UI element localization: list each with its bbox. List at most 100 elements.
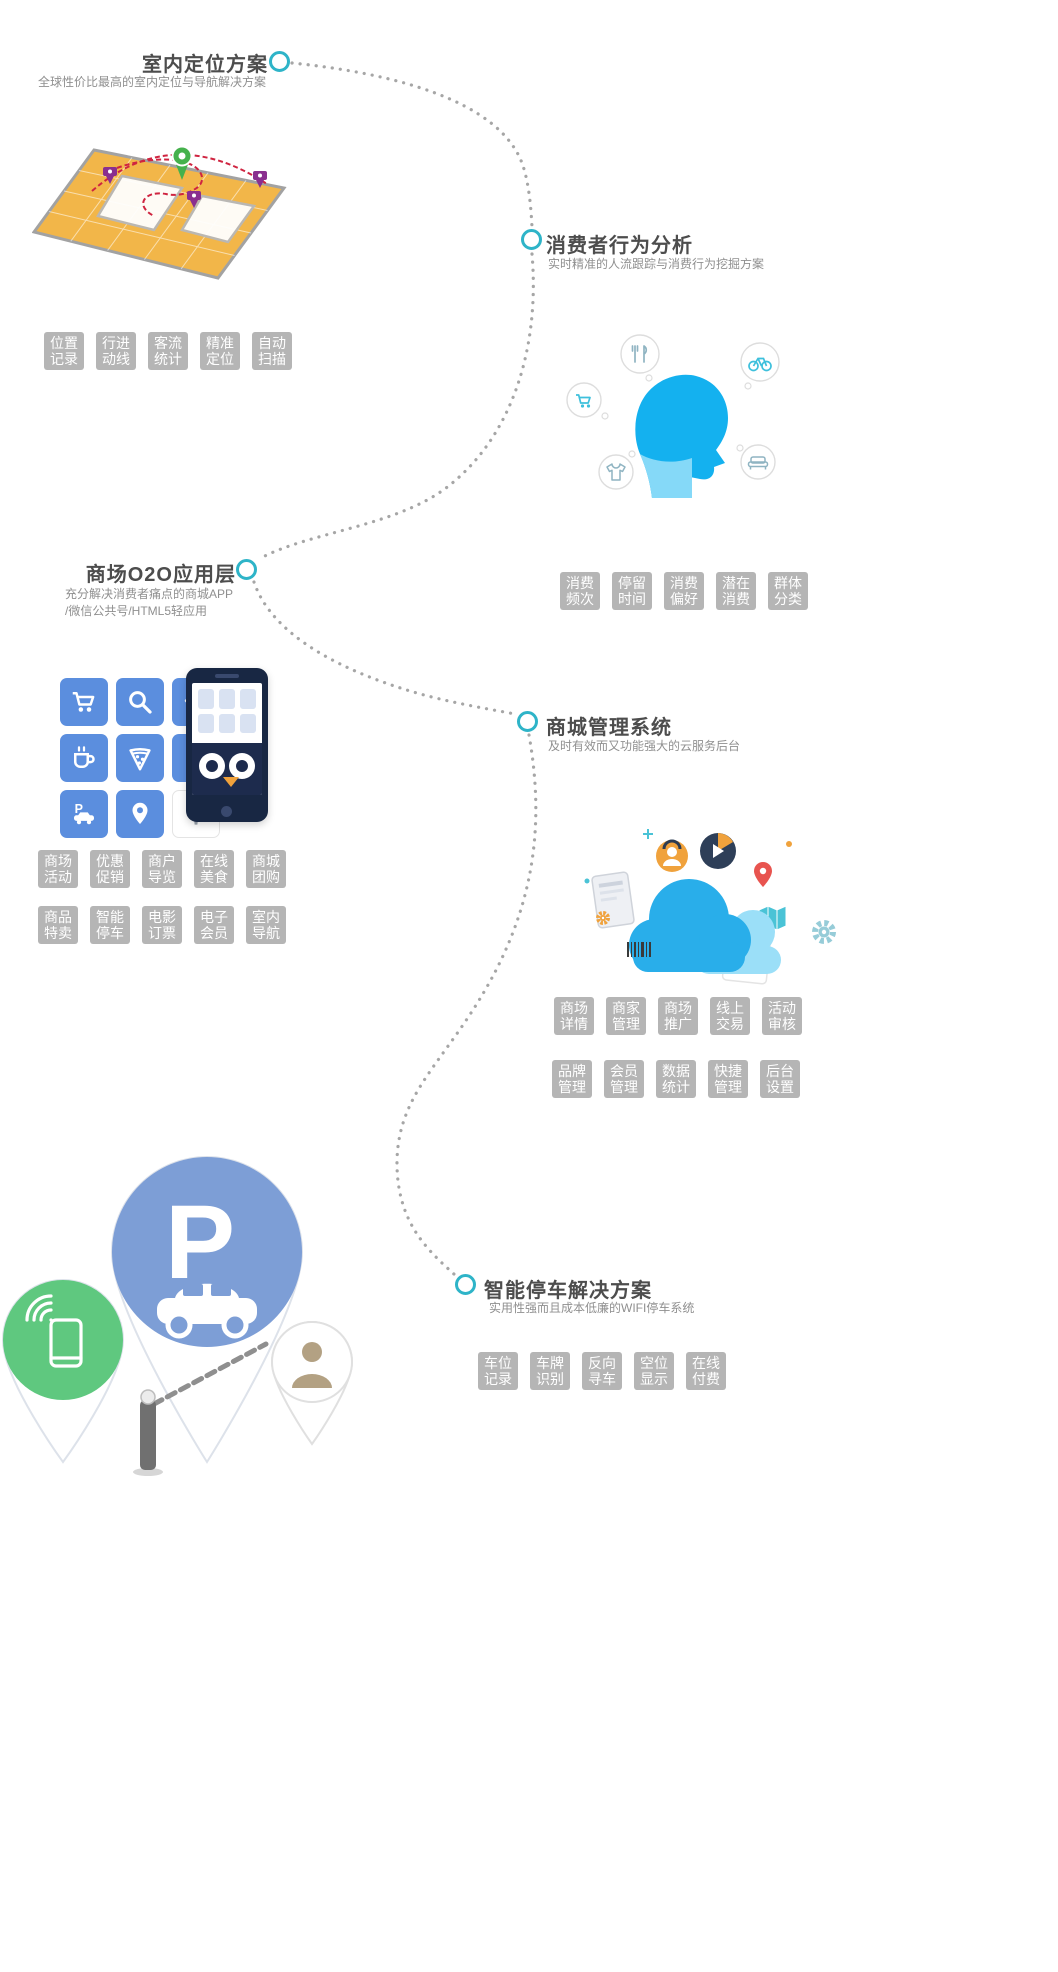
dotted-path-segment-3 <box>252 580 517 716</box>
clothes-icon <box>598 450 636 490</box>
dotted-path-segment-4 <box>395 733 538 1277</box>
feature-tag: 自动扫描 <box>252 332 292 370</box>
cloud-dark <box>629 879 751 972</box>
tag-row-indoor: 位置记录 行进动线 客流统计 精准定位 自动扫描 <box>44 332 292 370</box>
shopping-cart-icon <box>566 382 609 420</box>
small-gear-icon <box>596 911 610 925</box>
feature-tag: 商户导览 <box>142 850 182 888</box>
barrier-gate <box>133 1341 269 1476</box>
avatar-icon <box>656 839 688 872</box>
feature-tag: 商城团购 <box>246 850 286 888</box>
feature-tag: 商品特卖 <box>38 906 78 944</box>
tablet-icon <box>591 871 635 929</box>
feature-tag: 快捷管理 <box>708 1060 748 1098</box>
feature-tag: 商场推广 <box>658 997 698 1035</box>
feature-tag: 群体分类 <box>768 572 808 610</box>
feature-tag: 在线付费 <box>686 1352 726 1390</box>
dotted-path-segment-1 <box>290 61 534 229</box>
owl-eye <box>199 753 225 779</box>
parking-letter: P <box>165 1184 235 1301</box>
plus-decoration <box>643 829 653 839</box>
app-tile-pin <box>116 790 164 838</box>
timeline-node-4 <box>517 711 538 732</box>
app-tile-parking: P <box>60 790 108 838</box>
app-tile-coffee <box>60 734 108 782</box>
timeline-node-1 <box>269 51 290 72</box>
pie-chart-icon <box>700 833 736 869</box>
phone-illustration <box>186 668 268 822</box>
feature-tag: 在线美食 <box>194 850 234 888</box>
cart-icon <box>72 692 95 712</box>
feature-tag: 商场活动 <box>38 850 78 888</box>
feature-tag: 反向寻车 <box>582 1352 622 1390</box>
location-pin-icon <box>132 802 148 824</box>
dot-decoration <box>584 878 590 884</box>
section-subtitle-o2o: 充分解决消费者痛点的商城APP /微信公共号/HTML5轻应用 <box>65 587 234 618</box>
wifi-phone-icon <box>25 1294 83 1368</box>
feature-tag: 行进动线 <box>96 332 136 370</box>
parking-illustration: P <box>1 1155 354 1476</box>
feature-tag: 数据统计 <box>656 1060 696 1098</box>
section-title-o2o: 商场O2O应用层 <box>85 564 236 586</box>
tag-row-o2o-1: 商场活动 优惠促销 商户导览 在线美食 商城团购 <box>38 850 286 888</box>
tag-row-management-1: 商场详情 商家管理 商场推广 线上交易 活动审核 <box>554 997 802 1035</box>
gear-icon <box>812 920 836 944</box>
feature-tag: 智能停车 <box>90 906 130 944</box>
car-icon <box>157 1283 257 1339</box>
tag-row-o2o-2: 商品特卖 智能停车 电影订票 电子会员 室内导航 <box>38 906 286 944</box>
feature-tag: 潜在消费 <box>716 572 756 610</box>
avatar-pin <box>271 1321 353 1403</box>
feature-tag: 商场详情 <box>554 997 594 1035</box>
feature-tag: 位置记录 <box>44 332 84 370</box>
pizza-icon <box>129 748 151 771</box>
search-icon <box>129 691 152 714</box>
feature-tag: 精准定位 <box>200 332 240 370</box>
tag-row-management-2: 品牌管理 会员管理 数据统计 快捷管理 后台设置 <box>552 1060 800 1098</box>
feature-tag: 车位记录 <box>478 1352 518 1390</box>
app-tile-search <box>116 678 164 726</box>
owl-icon <box>192 743 262 795</box>
owl-beak <box>223 777 239 787</box>
feature-tag: 线上交易 <box>710 997 750 1035</box>
feature-tag: 会员管理 <box>604 1060 644 1098</box>
parking-letter: P <box>75 802 83 816</box>
map-room <box>96 174 185 232</box>
route-dashed-path <box>116 158 203 217</box>
feature-tag: 客流统计 <box>148 332 188 370</box>
feature-tag: 商家管理 <box>606 997 646 1035</box>
cloud-illustration <box>584 829 792 985</box>
feature-tag: 消费频次 <box>560 572 600 610</box>
section-title-indoor: 室内定位方案 <box>142 54 268 76</box>
tag-row-parking: 车位记录 车牌识别 反向寻车 空位显示 在线付费 <box>478 1352 726 1390</box>
feature-tag: 空位显示 <box>634 1352 674 1390</box>
phone-app-grid <box>192 683 262 739</box>
feature-tag: 消费偏好 <box>664 572 704 610</box>
section-subtitle-parking: 实用性强而且成本低廉的WIFI停车系统 <box>489 1301 695 1315</box>
feature-tag: 室内导航 <box>246 906 286 944</box>
feature-tag: 电影订票 <box>142 906 182 944</box>
phone-home-button <box>221 806 232 817</box>
section-title-parking: 智能停车解决方案 <box>484 1280 652 1302</box>
feature-tag: 电子会员 <box>194 906 234 944</box>
map-room <box>180 194 257 244</box>
section-subtitle-indoor: 全球性价比最高的室内定位与导航解决方案 <box>38 75 267 89</box>
head-jaw-highlight <box>640 454 692 498</box>
parking-pin: P <box>112 1157 302 1347</box>
tag-row-behavior: 消费频次 停留时间 消费偏好 潜在消费 群体分类 <box>560 572 808 610</box>
dotted-path-segment-2 <box>257 252 535 561</box>
coffee-icon <box>74 746 95 768</box>
barcode-icon <box>627 942 651 957</box>
dot-decoration <box>786 841 792 847</box>
sofa-icon <box>736 444 776 480</box>
app-tile-cart <box>60 678 108 726</box>
timeline-node-5 <box>455 1274 476 1295</box>
timeline-node-2 <box>521 229 542 250</box>
section-title-management: 商城管理系统 <box>546 717 672 739</box>
phone-screen <box>192 683 262 795</box>
bicycle-icon <box>740 342 780 390</box>
indoor-map-illustration <box>32 145 287 280</box>
green-pin-icon <box>171 145 193 180</box>
feature-tag: 优惠促销 <box>90 850 130 888</box>
fork-knife-icon <box>620 334 660 382</box>
